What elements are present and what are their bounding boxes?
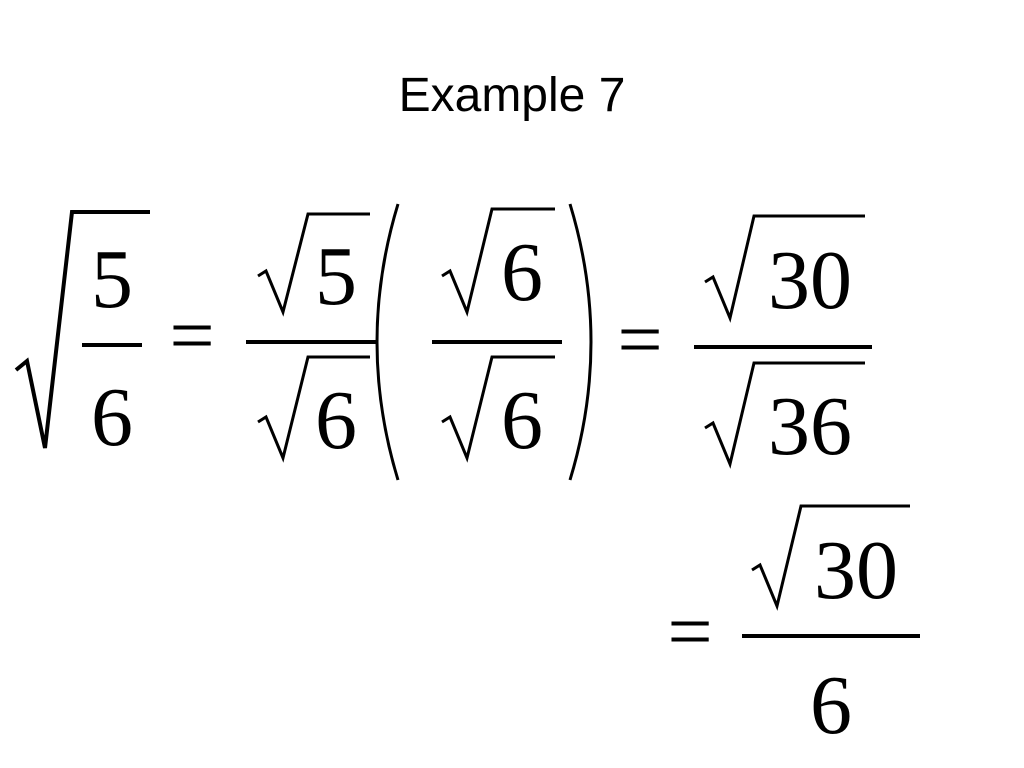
- product-denominator: 36: [768, 380, 852, 473]
- lhs-denominator: 6: [91, 371, 133, 464]
- right-parenthesis: [568, 203, 593, 481]
- lhs-radical-sign: [14, 210, 150, 449]
- lhs-radical: 5 6: [14, 210, 150, 464]
- lhs-numerator: 5: [91, 233, 133, 326]
- product-denominator-radical: [704, 361, 865, 469]
- slide-title: Example 7: [398, 69, 626, 122]
- equals-sign-2: =: [617, 296, 662, 384]
- fraction-sqrt6-over-sqrt6: 6 6: [432, 207, 562, 467]
- left-parenthesis: [375, 203, 400, 481]
- term-a-denominator: 6: [315, 374, 357, 467]
- result-numerator: 30: [814, 524, 898, 617]
- term-b-numerator-radical: [441, 207, 555, 317]
- fraction-sqrt30-over-sqrt36: 30 36: [694, 214, 872, 473]
- term-b-numerator: 6: [501, 226, 543, 319]
- term-b-denominator-radical: [441, 355, 555, 463]
- term-b-denominator: 6: [501, 374, 543, 467]
- term-a-numerator-radical: [257, 212, 370, 317]
- product-numerator-radical: [704, 214, 865, 323]
- result-numerator-radical: [751, 504, 910, 611]
- term-a-numerator: 5: [315, 230, 357, 323]
- fraction-sqrt5-over-sqrt6: 5 6: [246, 212, 376, 467]
- equals-sign-1: =: [169, 292, 214, 380]
- term-a-denominator-radical: [257, 355, 370, 463]
- equals-sign-3: =: [667, 588, 712, 676]
- product-numerator: 30: [768, 234, 852, 327]
- fraction-sqrt30-over-6: 30 6: [742, 504, 920, 752]
- result-denominator: 6: [810, 659, 852, 752]
